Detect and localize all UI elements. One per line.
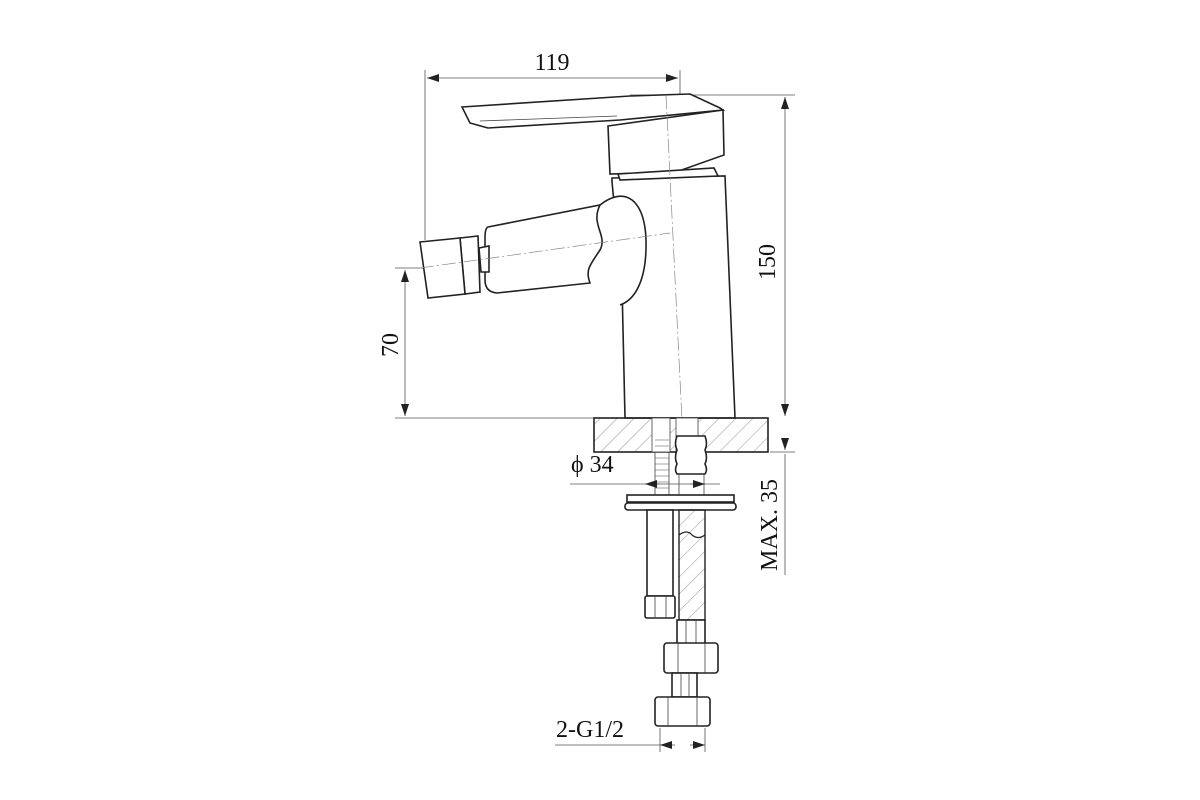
dimension-spout-height: 70: [378, 267, 600, 419]
dimension-max-thickness: MAX. 35: [757, 438, 795, 575]
dimension-diameter-label: ϕ 34: [571, 452, 614, 478]
base-plate: [593, 417, 769, 495]
dimension-spout-label: 70: [378, 333, 404, 357]
dimension-max-label: MAX. 35: [757, 479, 783, 571]
dimension-height-label: 150: [755, 244, 781, 280]
dimension-width-label: 119: [534, 50, 569, 76]
faucet-body: [419, 93, 736, 421]
dimension-connection-label: 2-G1/2: [556, 717, 624, 743]
dimension-connection: 2-G1/2: [555, 717, 706, 752]
dimension-diameter: ϕ 34: [570, 452, 720, 488]
mounting-hardware: [624, 494, 737, 727]
dimension-width: 119: [424, 50, 681, 240]
